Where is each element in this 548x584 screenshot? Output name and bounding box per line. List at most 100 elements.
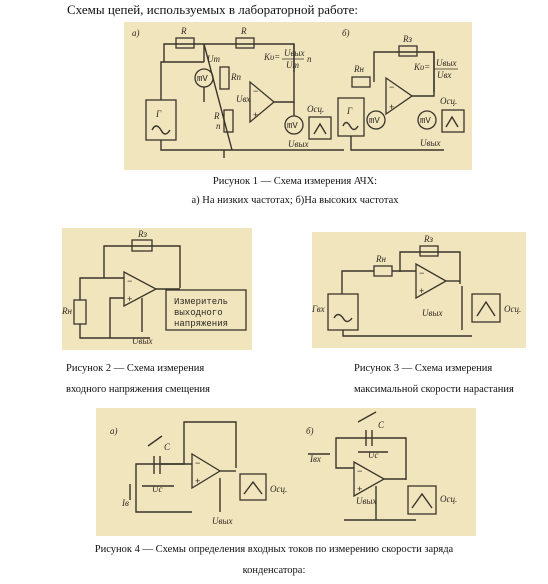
fig1-resistor-r2 [235,37,255,49]
figure-3-scan: Rз Rн − + Гвх Осц. Uвых [312,232,526,348]
fig1-mv-meter-3 [366,110,386,130]
fig1-caption-title: Рисунок 1 — Схема измерения АЧХ: [212,176,378,187]
svg-text:Uвх: Uвх [236,94,250,104]
svg-text:Kυ=: Kυ= [413,62,430,72]
svg-text:Um: Um [207,54,220,64]
svg-text:Kυ=: Kυ= [263,52,280,62]
svg-text:Гвх: Гвх [312,304,325,314]
svg-text:Iв: Iв [121,498,129,508]
svg-text:Осц.: Осц. [270,484,287,494]
svg-text:Uc: Uc [368,450,379,460]
svg-text:R: R [240,26,247,36]
svg-text:Осц.: Осц. [504,304,521,314]
fig1-resistor-r1 [175,37,195,49]
svg-text:Осц.: Осц. [307,104,324,114]
svg-text:Г: Г [155,109,162,119]
svg-text:Uвых: Uвых [288,139,309,149]
svg-text:Iвх: Iвх [309,454,321,464]
svg-text:Rз: Rз [137,229,147,239]
page-heading: Схемы цепей, используемых в лабораторной… [67,2,358,17]
fig1-mv-meter-4 [417,110,437,130]
fig1-opamp-a [249,80,276,124]
svg-text:Rn: Rn [230,72,241,82]
svg-text:mV: mV [197,74,208,84]
fig4-label-a: а) [110,426,118,436]
svg-text:Uвых: Uвых [356,496,377,506]
figure-1-schematic: а) R R Rn R n mV Um Г − + Uвх mV Uвых Ос… [132,26,465,158]
svg-text:−: − [195,459,200,469]
svg-text:Uвых: Uвых [436,58,457,68]
svg-text:напряжения: напряжения [174,319,228,329]
svg-text:Rз: Rз [423,234,433,244]
svg-text:−: − [253,87,258,97]
fig3-caption-line1: Рисунок 3 — Схема измерения [354,363,493,374]
fig2-opamp [123,270,158,308]
svg-text:+: + [357,485,362,495]
fig1-resistor-rf [398,45,418,57]
figure-2-schematic: Rз − + Rн Uвых Измеритель выходного напр… [62,229,247,346]
svg-text:R: R [213,111,220,121]
fig2-caption-line1: Рисунок 2 — Схема измерения [66,363,205,374]
fig1-label-b: б) [342,28,350,38]
fig1-resistor-rin [351,76,371,88]
svg-text:mV: mV [287,121,298,131]
svg-text:C: C [164,442,171,452]
fig4-caption-line2: конденсатора: [242,565,306,576]
figure-2-scan: Rз − + Rн Uвых Измеритель выходного напр… [62,228,252,350]
fig3-opamp [415,262,448,300]
svg-text:+: + [419,287,424,297]
svg-text:+: + [389,103,394,113]
svg-text:Rн: Rн [375,254,386,264]
svg-text:Измеритель: Измеритель [174,297,228,307]
svg-text:−: − [419,269,424,279]
fig3-generator [327,293,359,331]
fig3-caption-line2: максимальной скорости нарастания [354,384,514,395]
svg-text:−: − [357,467,362,477]
svg-text:Um: Um [286,60,299,70]
svg-text:+: + [253,111,258,121]
figure-4-schematic: а) C Uс − + Iв Uвых Осц. б) C Uc − + [110,411,457,526]
svg-text:выходного: выходного [174,308,223,318]
fig1-label-a: а) [132,28,140,38]
fig2-caption-line2: входного напряжения смещения [66,384,210,395]
figure-1-scan: а) R R Rn R n mV Um Г − + Uвх mV Uвых Ос… [124,22,472,170]
fig1-opamp-b [385,76,414,116]
figure-3-schematic: Rз Rн − + Гвх Осц. Uвых [312,234,521,337]
fig4-oscilloscope-b [407,485,437,515]
fig1-mv-meter-2 [284,115,304,135]
fig3-oscilloscope [471,293,501,323]
svg-text:Uвых: Uвых [284,48,305,58]
svg-text:Uвых: Uвых [422,308,443,318]
fig3-resistor-rin [373,265,393,277]
fig4-caption-line1: Рисунок 4 — Схемы определения входных то… [94,544,454,555]
svg-text:n: n [307,54,312,64]
fig1-resistor-rn-bot [223,109,234,133]
svg-text:R: R [180,26,187,36]
fig1-oscilloscope-b [441,109,465,133]
fig4-opamp-a [191,452,222,490]
svg-text:Осц.: Осц. [440,494,457,504]
svg-text:Uвх: Uвх [437,70,451,80]
figure-4-scan: а) C Uс − + Iв Uвых Осц. б) C Uc − + [96,408,476,536]
svg-text:Rз: Rз [402,34,412,44]
svg-text:C: C [378,420,385,430]
svg-text:Uвых: Uвых [212,516,233,526]
fig1-generator-a [145,99,177,141]
svg-text:n: n [216,121,221,131]
svg-text:+: + [195,477,200,487]
svg-text:mV: mV [369,116,380,126]
svg-text:Rн: Rн [62,306,72,316]
fig4-label-b: б) [306,426,314,436]
fig2-resistor-rin [73,299,87,325]
fig1-oscilloscope-a [308,116,332,140]
svg-text:Осц.: Осц. [440,96,457,106]
svg-text:−: − [127,277,132,287]
fig1-caption-sub: а) На низких частотах; б)На высоких част… [191,195,399,206]
fig4-oscilloscope-a [239,473,267,501]
svg-text:+: + [127,295,132,305]
svg-text:Uс: Uс [152,484,163,494]
svg-text:Uвых: Uвых [420,138,441,148]
svg-text:Г: Г [346,106,353,116]
svg-text:−: − [389,83,394,93]
fig1-resistor-rn-top [219,66,230,90]
